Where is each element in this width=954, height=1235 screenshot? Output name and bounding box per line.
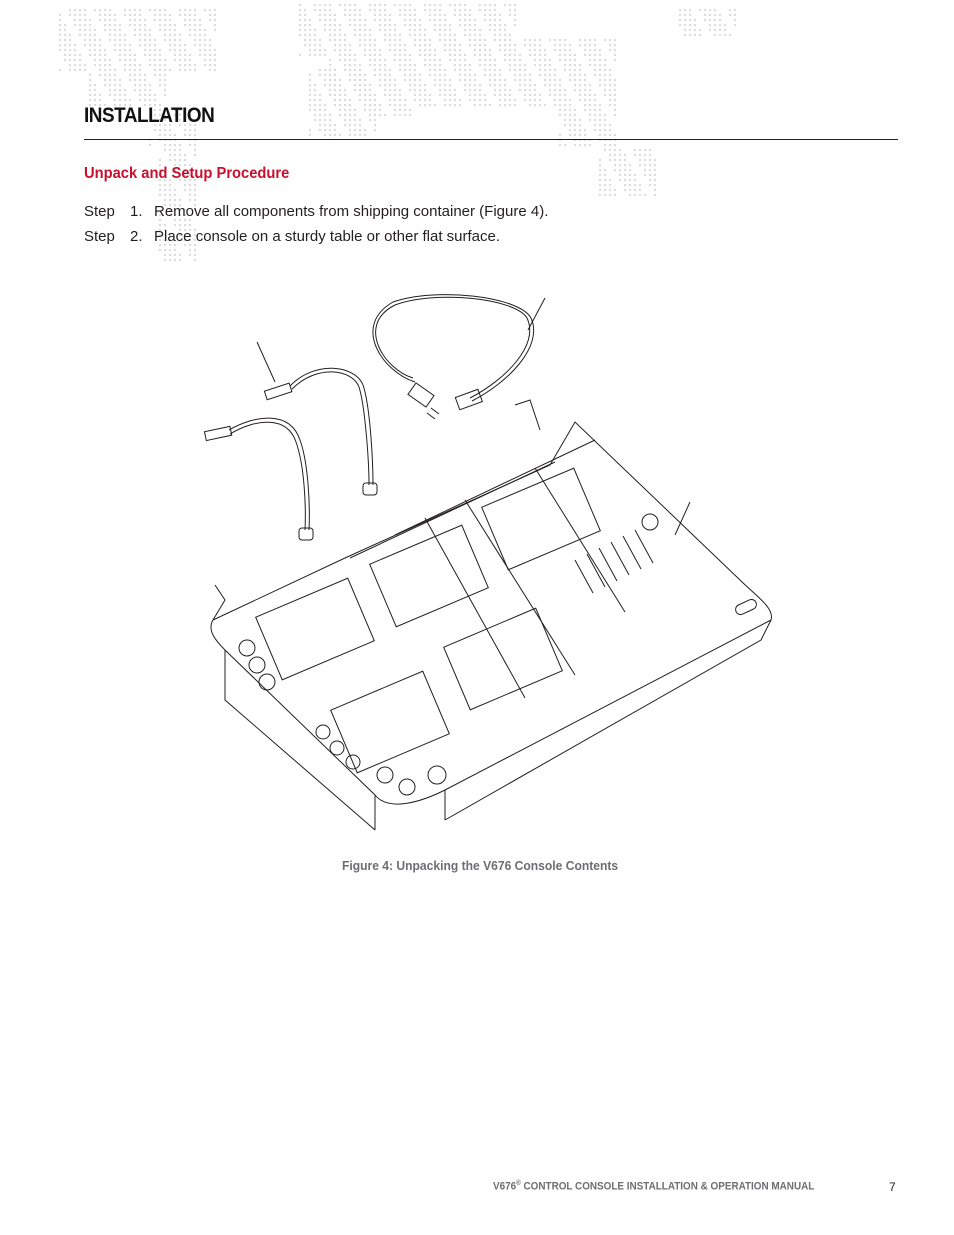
step-text-before: Remove all components from shipping cont… bbox=[154, 203, 485, 220]
registered-mark: ® bbox=[516, 1180, 521, 1187]
encoder-knob bbox=[376, 766, 394, 784]
gooseneck-lamps bbox=[203, 341, 378, 541]
section-divider bbox=[84, 139, 898, 140]
power-cable bbox=[372, 294, 546, 420]
subsection-title: Unpack and Setup Procedure bbox=[84, 165, 290, 182]
encoder-knob bbox=[329, 740, 345, 756]
power-connector bbox=[454, 388, 483, 411]
screen-3 bbox=[481, 467, 601, 571]
lamp-head bbox=[203, 425, 233, 442]
screen-2 bbox=[369, 524, 489, 628]
encoder-knob bbox=[641, 513, 659, 531]
encoder-knob bbox=[427, 765, 447, 785]
faders bbox=[574, 529, 654, 594]
encoder-knob bbox=[315, 724, 331, 740]
encoder-knob bbox=[248, 656, 266, 674]
footer-manual-title: V676® CONTROL CONSOLE INSTALLATION & OPE… bbox=[493, 1180, 814, 1193]
step-text: Place console on a sturdy table or other… bbox=[154, 228, 501, 245]
step-text: Remove all components from shipping cont… bbox=[154, 203, 548, 220]
power-plug bbox=[407, 382, 435, 408]
section-title: INSTALLATION bbox=[84, 104, 215, 127]
lamp-base bbox=[362, 482, 378, 496]
world-map-dot-background bbox=[58, 3, 737, 262]
jog-button bbox=[735, 598, 757, 616]
encoder-knob bbox=[345, 754, 361, 770]
encoder-knob bbox=[258, 673, 276, 691]
step-text-after: ). bbox=[539, 203, 549, 220]
step-label: Step bbox=[84, 203, 115, 220]
figure-link[interactable]: Figure 4 bbox=[484, 203, 540, 220]
footer-title-text: CONTROL CONSOLE INSTALLATION & OPERATION… bbox=[520, 1180, 815, 1193]
screen-4 bbox=[330, 670, 450, 774]
screen-1 bbox=[255, 577, 375, 681]
screen-5 bbox=[443, 607, 563, 711]
footer-product: V676 bbox=[493, 1180, 517, 1193]
page-number: 7 bbox=[889, 1180, 896, 1194]
lamp-head bbox=[263, 382, 293, 401]
console bbox=[210, 399, 772, 831]
step-number: 1. bbox=[130, 203, 143, 220]
console-unpacking-illustration bbox=[203, 294, 772, 831]
encoder-knob bbox=[238, 639, 256, 657]
step-label: Step bbox=[84, 228, 115, 245]
lamp-base bbox=[298, 527, 314, 541]
figure-caption: Figure 4: Unpacking the V676 Console Con… bbox=[342, 858, 619, 873]
encoder-knob bbox=[398, 778, 416, 796]
step-number: 2. bbox=[130, 228, 143, 245]
